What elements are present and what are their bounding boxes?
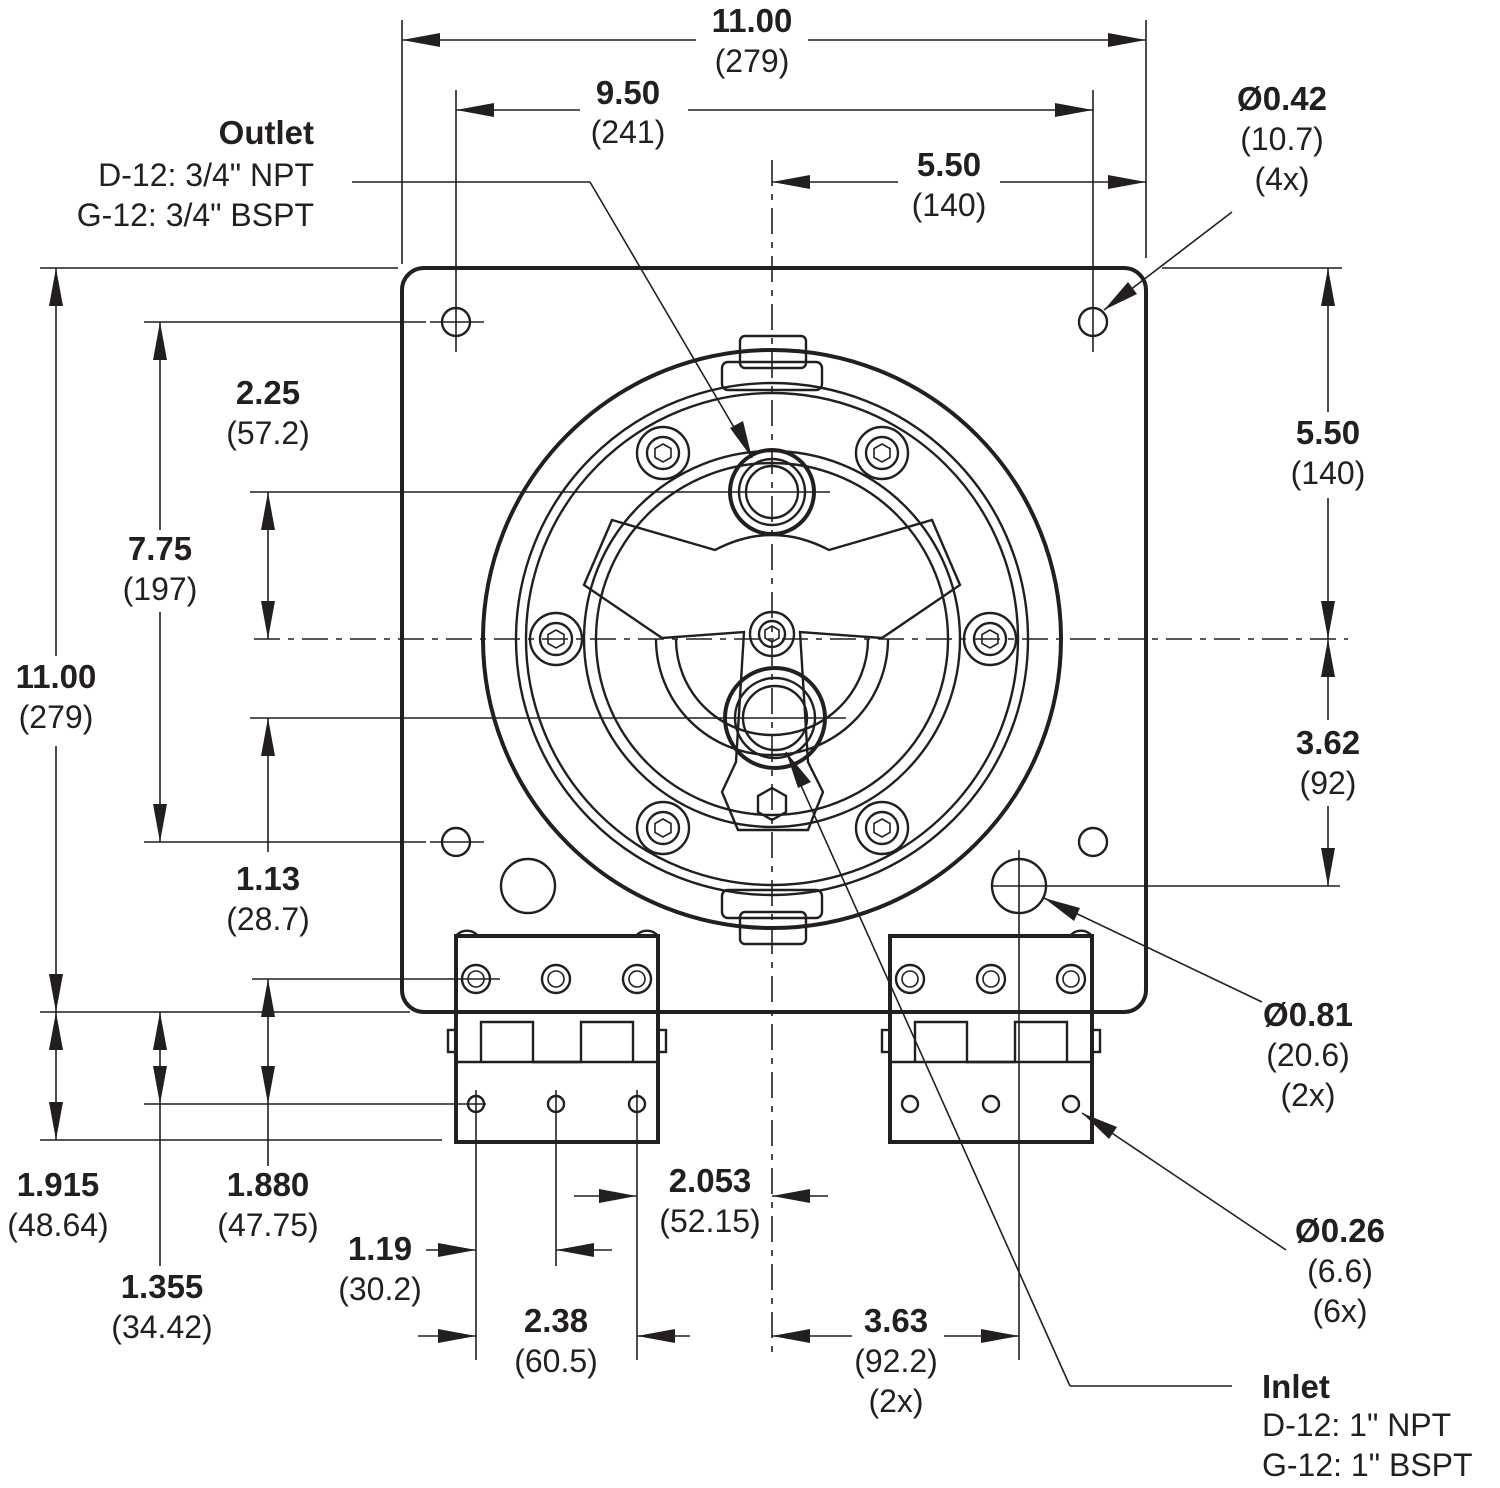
dim-foot-363: 3.63	[864, 1302, 928, 1339]
dim-hole-spacing-width-mm: (241)	[591, 114, 666, 150]
large-hole-left	[499, 857, 557, 915]
dim-foot-2053: 2.053	[669, 1162, 752, 1199]
outlet-g12: G-12: 3/4" BSPT	[77, 197, 314, 233]
dimension-lines	[49, 33, 1335, 1387]
dim-foot-1915-mm: (48.64)	[7, 1207, 108, 1243]
dim-center-to-right-holes-mm: (140)	[912, 187, 987, 223]
dim-foot-238-mm: (60.5)	[514, 1343, 598, 1379]
dim-foot-119: 1.19	[348, 1230, 412, 1267]
mounting-plate	[400, 266, 1148, 1014]
inlet-d12: D-12: 1" NPT	[1262, 1407, 1451, 1443]
dim-foot-1880-mm: (47.75)	[217, 1207, 318, 1243]
dim-foot-363-mm: (92.2)	[854, 1343, 938, 1379]
dim-foot-1915: 1.915	[17, 1166, 100, 1203]
dim-top-to-center: 5.50	[1296, 414, 1360, 451]
dim-outlet-above-center: 2.25	[236, 374, 300, 411]
dimension-labels: 11.00 (279) 9.50 (241) 5.50 (140) Ø0.42 …	[7, 2, 1385, 1419]
dim-hole-spacing-width: 9.50	[596, 74, 660, 111]
dim-large-hole-dia: Ø0.81	[1263, 996, 1353, 1033]
inlet-title: Inlet	[1262, 1368, 1330, 1405]
mounting-hole-top-right	[1077, 290, 1109, 352]
bolt-heads	[528, 425, 1018, 856]
dim-foot-238: 2.38	[524, 1302, 588, 1339]
mounting-hole-bottom-left	[430, 826, 484, 858]
dim-mount-hole-qty: (4x)	[1254, 161, 1309, 197]
dim-mount-hole-dia: Ø0.42	[1237, 80, 1327, 117]
dim-center-to-right-holes: 5.50	[917, 146, 981, 183]
dim-top-to-center-mm: (140)	[1291, 455, 1366, 491]
dim-outlet-above-center-mm: (57.2)	[226, 415, 310, 451]
dim-foot-1355-mm: (34.42)	[111, 1309, 212, 1345]
inlet-callout: Inlet D-12: 1" NPT G-12: 1" BSPT	[1262, 1368, 1473, 1483]
dim-inlet-below-center: 1.13	[236, 860, 300, 897]
dim-foot-1880: 1.880	[227, 1166, 310, 1203]
dim-hole-spacing-height: 7.75	[128, 530, 192, 567]
mounting-hole-top-left	[430, 290, 484, 352]
inlet-g12: G-12: 1" BSPT	[1262, 1447, 1473, 1483]
extension-lines	[40, 20, 1342, 1360]
large-hole-right	[990, 857, 1340, 915]
dim-foot-1355: 1.355	[121, 1268, 204, 1305]
dim-large-hole-dia-mm: (20.6)	[1266, 1037, 1350, 1073]
foot-right	[880, 929, 1102, 1144]
dim-hole-spacing-height-mm: (197)	[123, 571, 198, 607]
dim-overall-height-mm: (279)	[19, 699, 94, 735]
foot-left	[446, 929, 668, 1144]
outlet-d12: D-12: 3/4" NPT	[98, 157, 314, 193]
dim-large-hole-qty: (2x)	[1280, 1077, 1335, 1113]
outlet-title: Outlet	[219, 114, 314, 151]
dim-inlet-below-center-mm: (28.7)	[226, 901, 310, 937]
dim-foot-2053-mm: (52.15)	[659, 1203, 760, 1239]
dim-overall-height: 11.00	[16, 658, 97, 695]
dim-foot-363-qty: (2x)	[868, 1383, 923, 1419]
mounting-hole-bottom-right	[1077, 826, 1109, 858]
dim-foot-hole-dia: Ø0.26	[1295, 1212, 1385, 1249]
dim-mount-hole-dia-mm: (10.7)	[1240, 121, 1324, 157]
dim-overall-width-mm: (279)	[715, 43, 790, 79]
dim-foot-119-mm: (30.2)	[338, 1271, 422, 1307]
dim-foot-hole-qty: (6x)	[1312, 1293, 1367, 1329]
dim-center-to-lower-holes: 3.62	[1296, 724, 1360, 761]
outlet-callout: Outlet D-12: 3/4" NPT G-12: 3/4" BSPT	[77, 114, 314, 233]
dim-center-to-lower-holes-mm: (92)	[1300, 765, 1357, 801]
dim-overall-width: 11.00	[712, 2, 793, 39]
dim-foot-hole-dia-mm: (6.6)	[1307, 1253, 1373, 1289]
